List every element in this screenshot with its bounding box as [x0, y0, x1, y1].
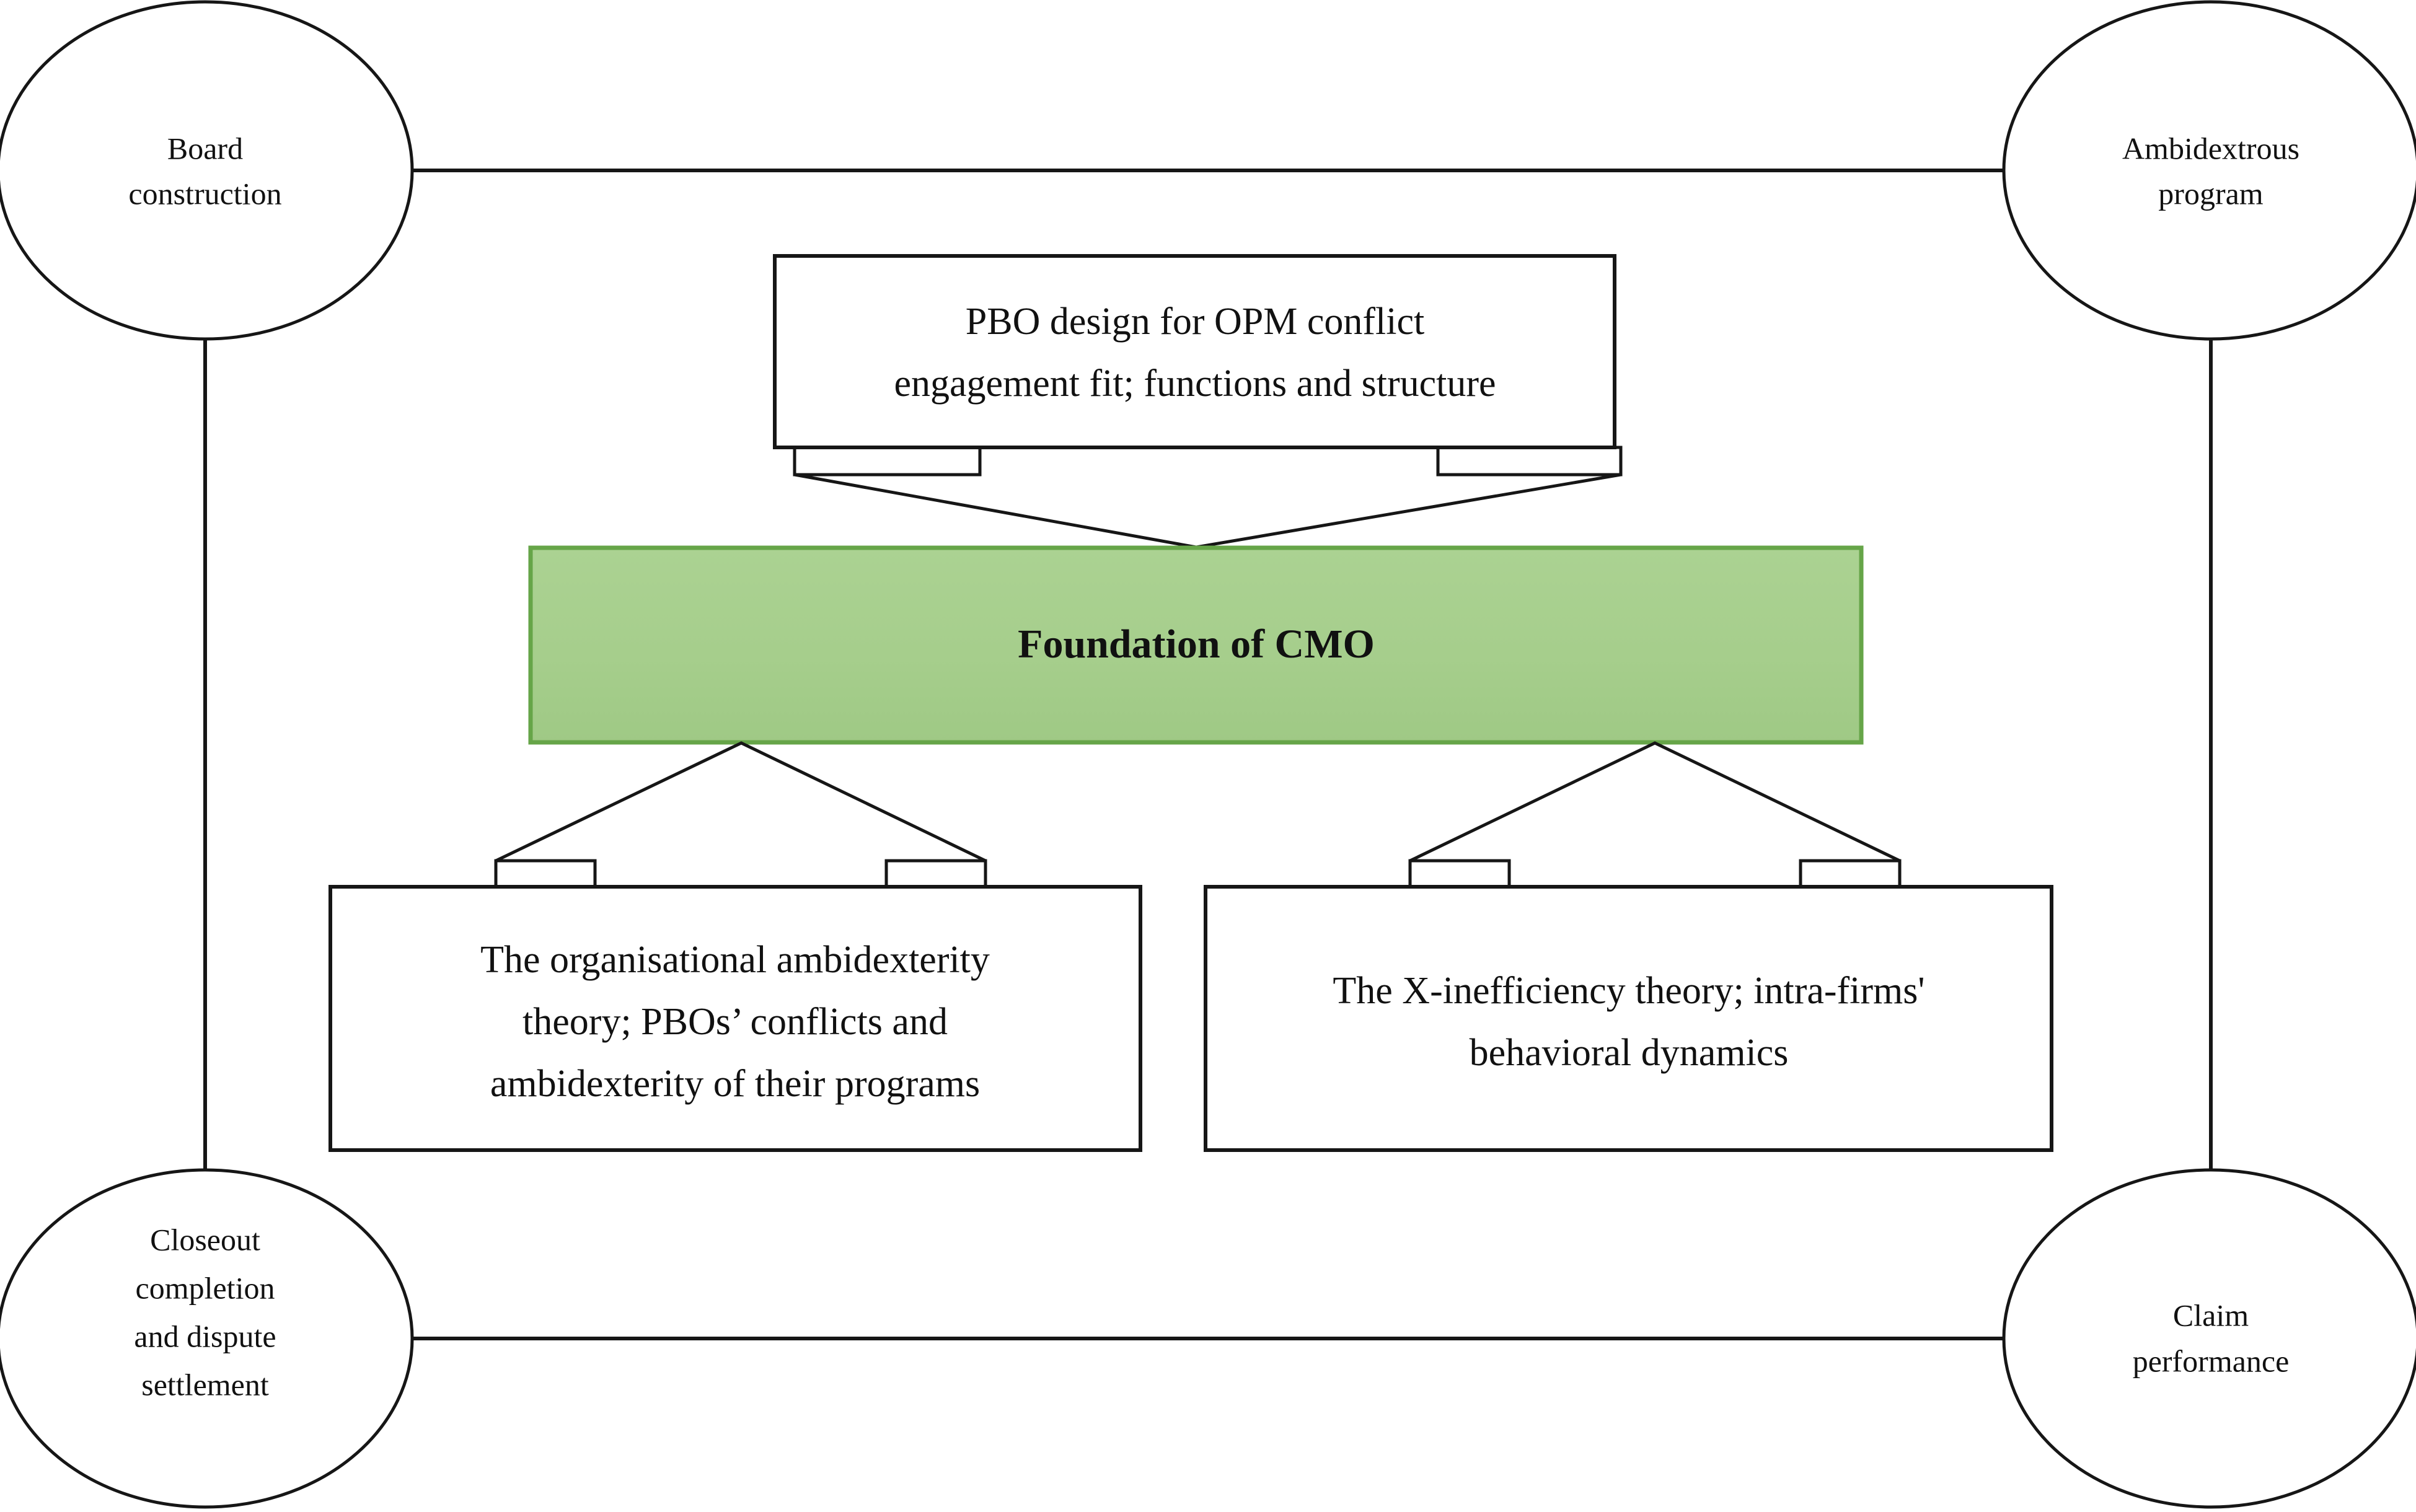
label-foundation-of-cmo: Foundation of CMO: [1018, 622, 1375, 667]
svg-text:program: program: [2158, 176, 2263, 211]
label-pbo-design: PBO design for OPM conflict engagement f…: [894, 301, 1496, 405]
svg-text:ambidexterity of their program: ambidexterity of their programs: [490, 1063, 980, 1105]
svg-text:The organisational ambidexteri: The organisational ambidexterity: [480, 939, 990, 981]
connector-stub-bl-right: [884, 859, 987, 889]
label-board-construction: Board construction: [128, 131, 281, 211]
chevron-v-bottom-left: [495, 741, 987, 863]
svg-text:theory; PBOs’ conflicts and: theory; PBOs’ conflicts and: [522, 1001, 948, 1043]
label-organisational-ambidexterity: The organisational ambidexterity theory;…: [480, 939, 990, 1105]
svg-text:and dispute: and dispute: [134, 1319, 276, 1353]
svg-text:completion: completion: [136, 1270, 275, 1305]
svg-text:Claim: Claim: [2173, 1298, 2249, 1332]
chevron-v-top: [794, 473, 1621, 549]
connector-stub-top-left: [793, 446, 982, 477]
svg-text:Ambidextrous: Ambidextrous: [2122, 131, 2299, 165]
svg-text:PBO design for OPM conflict: PBO design for OPM conflict: [966, 301, 1425, 343]
svg-text:performance: performance: [2133, 1343, 2290, 1378]
connector-stub-top-right: [1436, 446, 1623, 477]
svg-text:settlement: settlement: [141, 1367, 269, 1402]
label-x-inefficiency-theory: The X-inefficiency theory; intra-firms' …: [1333, 970, 1924, 1074]
box-foundation-of-cmo[interactable]: [528, 545, 1864, 745]
label-closeout-completion: Closeout completion and dispute settleme…: [134, 1222, 276, 1402]
svg-text:Board: Board: [167, 131, 243, 165]
connector-stub-br-right: [1799, 859, 1902, 889]
box-x-inefficiency-theory[interactable]: [1204, 885, 2053, 1152]
ellipse-board-construction[interactable]: [0, 0, 414, 341]
svg-text:construction: construction: [128, 176, 281, 211]
label-claim-performance: Claim performance: [2133, 1298, 2290, 1378]
svg-text:Closeout: Closeout: [150, 1222, 260, 1257]
box-organisational-ambidexterity[interactable]: [328, 885, 1142, 1152]
box-pbo-design[interactable]: [773, 254, 1616, 449]
svg-text:engagement fit; functions and: engagement fit; functions and structure: [894, 363, 1496, 405]
label-ambidextrous-program: Ambidextrous program: [2122, 131, 2299, 211]
svg-text:The X-inefficiency theory; int: The X-inefficiency theory; intra-firms': [1333, 970, 1924, 1012]
connector-stub-bl-left: [494, 859, 597, 889]
svg-text:behavioral dynamics: behavioral dynamics: [1470, 1032, 1789, 1074]
chevron-v-bottom-right: [1409, 741, 1901, 863]
ellipse-claim-performance[interactable]: [2002, 1168, 2416, 1509]
ellipse-ambidextrous-program[interactable]: [2002, 0, 2416, 341]
connector-stub-br-left: [1408, 859, 1511, 889]
ellipse-closeout-completion[interactable]: [0, 1168, 414, 1509]
